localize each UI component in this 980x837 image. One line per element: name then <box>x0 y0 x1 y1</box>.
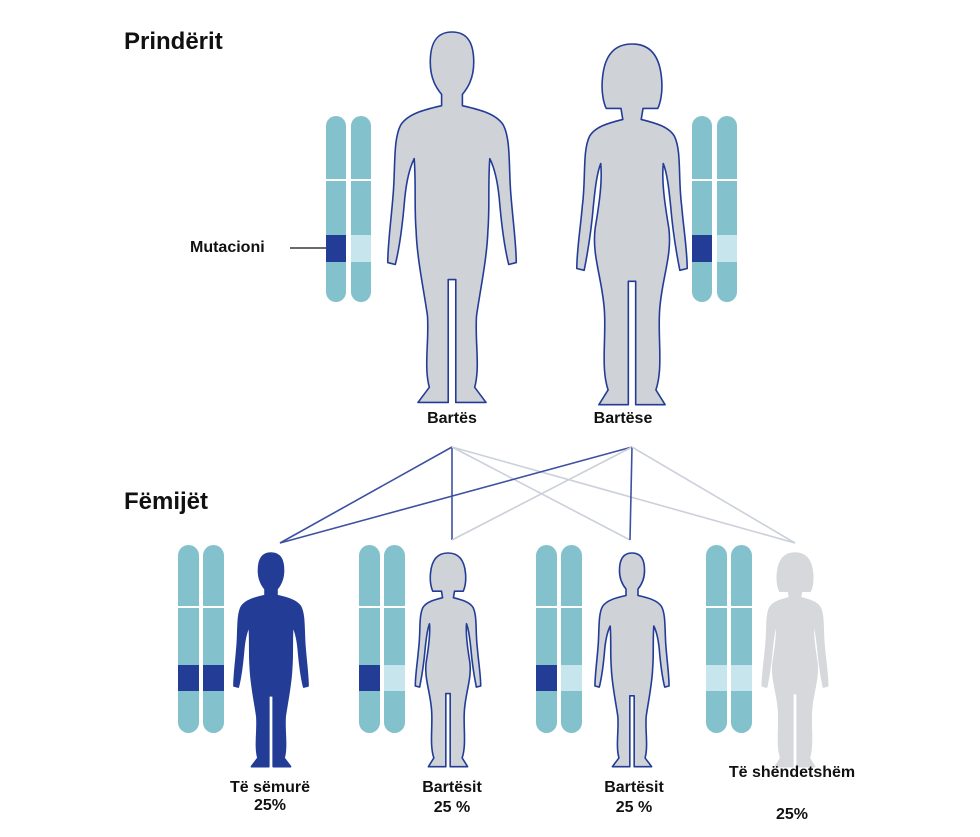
chromosome-pair-father-left <box>326 116 346 302</box>
line-father-to-affected <box>279 446 453 544</box>
line-mother-to-carrier-1 <box>451 446 633 541</box>
chromosome-pair-mother-right <box>717 116 737 302</box>
chromosome-pair-healthy-left-body <box>706 545 727 733</box>
parent-label-father: Bartës <box>427 410 477 427</box>
chromosome-pair-mother-right-centromere <box>717 179 737 181</box>
chromosome-pair-carrier-1-right <box>384 545 405 733</box>
chromosome-pair-affected-right <box>203 545 224 733</box>
mother-figure <box>575 43 689 406</box>
child-label-carrier-1: Bartësit <box>422 779 482 796</box>
parents-heading: Prindërit <box>124 28 223 55</box>
chromosome-pairs <box>178 116 752 733</box>
chromosome-pair-father-left-band <box>326 235 346 262</box>
chromosome-pair-healthy-right-centromere <box>731 606 752 608</box>
child-percent-carrier-2: 25 % <box>615 799 653 816</box>
chromosome-pair-mother-left-band <box>692 235 712 262</box>
line-mother-to-carrier-2 <box>629 446 633 541</box>
child-percent-affected: 25% <box>253 797 287 814</box>
chromosome-pair-father-right-body <box>351 116 371 302</box>
chromosome-pair-affected-left-centromere <box>178 606 199 608</box>
chromosome-pair-father-left-centromere <box>326 179 346 181</box>
chromosome-pair-mother-right-body <box>717 116 737 302</box>
chromosome-pair-carrier-2-right-centromere <box>561 606 582 608</box>
chromosome-pair-carrier-1-left <box>359 545 380 733</box>
chromosome-pair-father-left-body <box>326 116 346 302</box>
chromosome-pair-mother-left-centromere <box>692 179 712 181</box>
chromosome-pair-carrier-1-right-body <box>384 545 405 733</box>
line-mother-to-healthy <box>631 446 796 544</box>
chromosome-pair-affected-right-body <box>203 545 224 733</box>
chromosome-pair-carrier-2-right-band <box>561 665 582 691</box>
child-percent-carrier-1: 25 % <box>433 799 471 816</box>
chromosome-pair-carrier-2-left-centromere <box>536 606 557 608</box>
inheritance-lines <box>279 446 796 544</box>
chromosome-pair-carrier-2-right-body <box>561 545 582 733</box>
child-label-affected: Të sëmurë <box>229 779 311 796</box>
child-carrier-2-figure <box>594 552 670 768</box>
chromosome-pair-carrier-2-left <box>536 545 557 733</box>
chromosome-pair-carrier-1-left-band <box>359 665 380 691</box>
line-father-to-healthy <box>451 446 796 544</box>
child-percent-healthy: 25% <box>775 806 809 823</box>
chromosome-pair-carrier-2-left-body <box>536 545 557 733</box>
chromosome-pair-healthy-left-centromere <box>706 606 727 608</box>
chromosome-pair-healthy-right-band <box>731 665 752 691</box>
chromosome-pair-affected-right-band <box>203 665 224 691</box>
child-healthy-figure <box>761 552 829 768</box>
mutation-label: Mutacioni <box>190 239 265 256</box>
line-mother-to-affected <box>279 446 633 544</box>
children-heading: Fëmijët <box>124 488 209 515</box>
chromosome-pair-carrier-1-left-centromere <box>359 606 380 608</box>
child-carrier-1-figure <box>414 552 482 768</box>
chromosome-pair-healthy-right-body <box>731 545 752 733</box>
child-label-healthy: Të shëndetshëm <box>728 764 856 781</box>
chromosome-pair-carrier-2-right <box>561 545 582 733</box>
child-affected-figure <box>233 552 309 768</box>
chromosome-pair-father-right-band <box>351 235 371 262</box>
chromosome-pair-father-right <box>351 116 371 302</box>
chromosome-pair-affected-left-body <box>178 545 199 733</box>
chromosome-pair-affected-right-centromere <box>203 606 224 608</box>
parent-label-mother: Bartëse <box>593 410 653 427</box>
chromosome-pair-carrier-1-left-body <box>359 545 380 733</box>
chromosome-pair-mother-left <box>692 116 712 302</box>
father-figure <box>386 31 518 404</box>
chromosome-pair-affected-left <box>178 545 199 733</box>
chromosome-pair-mother-left-body <box>692 116 712 302</box>
chromosome-pair-healthy-left-band <box>706 665 727 691</box>
chromosome-pair-affected-left-band <box>178 665 199 691</box>
chromosome-pair-carrier-2-left-band <box>536 665 557 691</box>
chromosome-pair-father-right-centromere <box>351 179 371 181</box>
chromosome-pair-carrier-1-right-centromere <box>384 606 405 608</box>
child-label-carrier-2: Bartësit <box>604 779 664 796</box>
chromosome-pair-healthy-left <box>706 545 727 733</box>
chromosome-pair-healthy-right <box>731 545 752 733</box>
chromosome-pair-carrier-1-right-band <box>384 665 405 691</box>
chromosome-pair-mother-right-band <box>717 235 737 262</box>
